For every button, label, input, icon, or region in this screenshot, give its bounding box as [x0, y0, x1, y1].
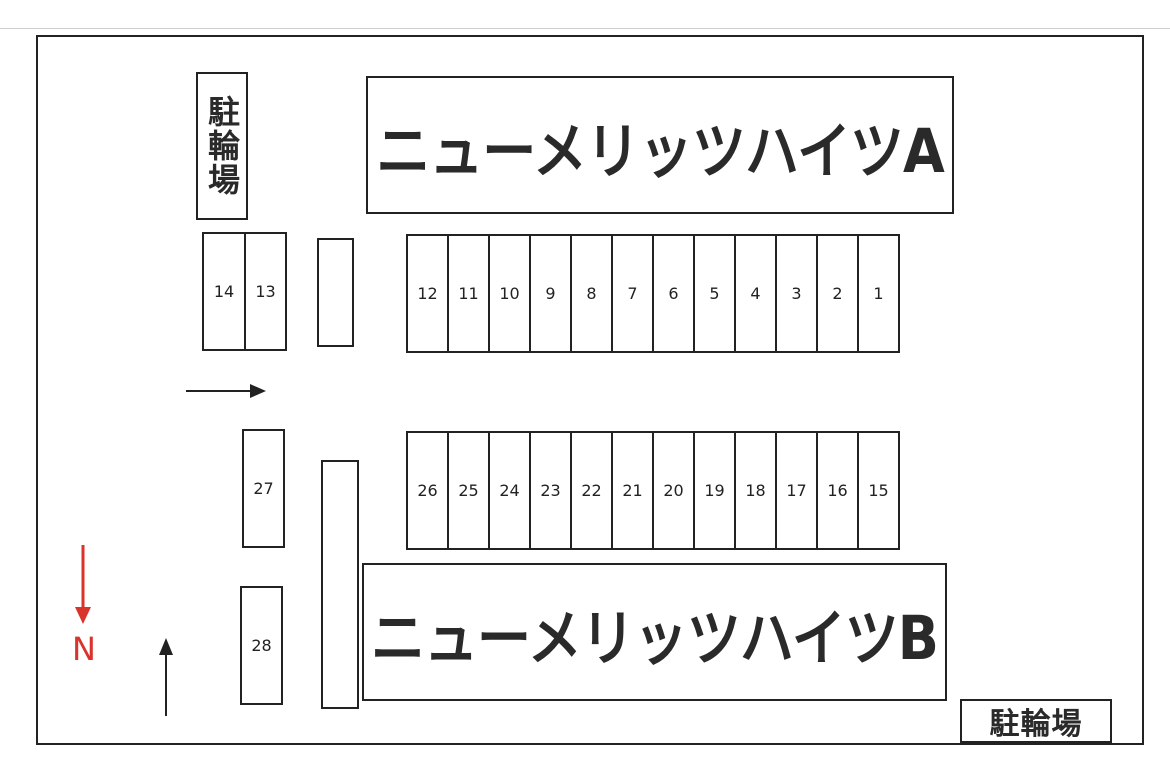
north-arrow-icon: [75, 545, 91, 624]
parking-spot: 3: [775, 234, 818, 353]
parking-spot: 15: [857, 431, 900, 550]
parking-spot: 4: [734, 234, 777, 353]
parking-spot: 27: [242, 429, 285, 548]
parking-spot: 2: [816, 234, 859, 353]
parking-spot: 28: [240, 586, 283, 705]
building-a-label: ニューメリッツハイツA: [376, 115, 945, 186]
bike-parking-bottom-right-label: 駐輪場: [989, 707, 1083, 742]
bike-parking-left-label: 駐輪場: [203, 95, 241, 197]
parking-spot: 23: [529, 431, 572, 550]
parking-spot: 5: [693, 234, 736, 353]
empty-block-upper: [317, 238, 354, 347]
parking-spot: 21: [611, 431, 654, 550]
entry-arrow-up-icon: [159, 638, 173, 716]
parking-spot: 7: [611, 234, 654, 353]
page-top-rule: [0, 28, 1170, 29]
parking-spot: 1: [857, 234, 900, 353]
parking-spot: 8: [570, 234, 613, 353]
entry-arrow-right-icon: [186, 384, 266, 398]
parking-spot: 22: [570, 431, 613, 550]
site-boundary: [36, 35, 1144, 745]
bike-parking-left: 駐輪場: [196, 72, 248, 220]
empty-block-long: [321, 460, 359, 709]
building-b: ニューメリッツハイツB: [362, 563, 947, 701]
building-a: ニューメリッツハイツA: [366, 76, 954, 214]
parking-spot: 6: [652, 234, 695, 353]
parking-spot: 18: [734, 431, 777, 550]
parking-spot: 25: [447, 431, 490, 550]
parking-spot: 10: [488, 234, 531, 353]
parking-spot: 13: [244, 232, 287, 351]
parking-spot: 17: [775, 431, 818, 550]
compass-north-label: N: [72, 630, 96, 668]
building-b-label: ニューメリッツハイツB: [371, 602, 939, 673]
parking-spot: 11: [447, 234, 490, 353]
bike-parking-bottom-right: 駐輪場: [960, 699, 1112, 743]
